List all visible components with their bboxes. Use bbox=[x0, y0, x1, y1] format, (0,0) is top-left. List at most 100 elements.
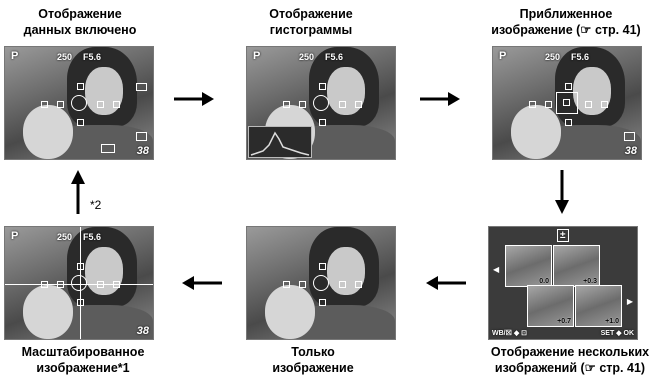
af-point-icon bbox=[57, 281, 64, 288]
af-point-icon bbox=[565, 83, 572, 90]
caption-line-2: изображение*1 bbox=[36, 361, 130, 375]
exposure-value: +0.3 bbox=[583, 278, 597, 285]
af-point-icon bbox=[601, 101, 608, 108]
screen-image-only bbox=[246, 226, 396, 340]
mode-label: P bbox=[11, 50, 19, 62]
set-ok-hint: SET ◆ OK bbox=[600, 330, 634, 337]
quality-icon bbox=[624, 132, 635, 141]
af-point-icon bbox=[77, 299, 84, 306]
shutter-label: 250 bbox=[545, 52, 561, 62]
caption-image-only: Только изображение bbox=[223, 344, 403, 376]
caption-line-1: Только bbox=[291, 345, 335, 359]
caption-scaled: Масштабированное изображение*1 bbox=[0, 344, 178, 376]
af-point-icon bbox=[529, 101, 536, 108]
exposure-comp-icon: ± bbox=[557, 229, 569, 242]
arrow-right-icon bbox=[174, 92, 214, 106]
mode-label: P bbox=[499, 50, 507, 62]
af-point-icon bbox=[585, 101, 592, 108]
arrow-down-icon bbox=[555, 170, 569, 214]
shutter-label: 250 bbox=[299, 52, 315, 62]
arrow-right-icon bbox=[420, 92, 460, 106]
aperture-label: F5.6 bbox=[83, 232, 102, 242]
left-arrow-icon: ◀ bbox=[493, 265, 500, 274]
quality-icon bbox=[136, 132, 147, 141]
caption-line-1: Отображение нескольких bbox=[490, 345, 650, 359]
mode-label: P bbox=[253, 50, 261, 62]
af-point-icon bbox=[299, 101, 306, 108]
footnote-label: *2 bbox=[90, 198, 102, 212]
af-point-icon bbox=[319, 119, 326, 126]
mode-label: P bbox=[11, 230, 19, 242]
aperture-label: F5.6 bbox=[83, 52, 102, 62]
arrow-up-icon bbox=[71, 170, 85, 214]
af-point-icon bbox=[563, 99, 570, 106]
screen-histogram: P 250 F5.6 bbox=[246, 46, 396, 160]
caption-line-2: гистограммы bbox=[269, 23, 353, 37]
af-target-icon bbox=[313, 95, 329, 111]
shutter-label: 250 bbox=[57, 232, 73, 242]
caption-line-2: данных включено bbox=[23, 23, 137, 37]
af-point-icon bbox=[283, 101, 290, 108]
af-target-icon bbox=[313, 275, 329, 291]
af-point-icon bbox=[565, 119, 572, 126]
caption-line-1: Масштабированное bbox=[21, 345, 145, 359]
af-point-icon bbox=[113, 101, 120, 108]
af-point-icon bbox=[355, 281, 362, 288]
aperture-label: F5.6 bbox=[325, 52, 344, 62]
thumbnail: +1.0 bbox=[575, 285, 622, 327]
screen-multi: ± ◀ ▶ 0.0 +0.3 +0.7 +1.0 WB/☒ ◆ ⊡ SET ◆ … bbox=[488, 226, 638, 340]
thumbnail: +0.3 bbox=[553, 245, 600, 287]
af-target-icon bbox=[71, 275, 87, 291]
af-point-icon bbox=[319, 83, 326, 90]
af-point-icon bbox=[319, 263, 326, 270]
screen-data-on: P 250 F5.6 38 bbox=[4, 46, 154, 160]
screen-closeup: P 250 F5.6 38 bbox=[492, 46, 642, 160]
caption-closeup: Приближенное изображение (☞ стр. 41) bbox=[466, 6, 666, 38]
af-point-icon bbox=[41, 101, 48, 108]
caption-histogram: Отображение гистограммы bbox=[216, 6, 406, 38]
histogram-icon bbox=[250, 131, 310, 156]
af-point-icon bbox=[113, 281, 120, 288]
ci-icon bbox=[101, 144, 115, 153]
caption-data-on: Отображение данных включено bbox=[0, 6, 175, 38]
aperture-label: F5.6 bbox=[571, 52, 590, 62]
right-arrow-icon: ▶ bbox=[626, 297, 633, 306]
caption-line-2: изображение bbox=[272, 361, 354, 375]
af-point-icon bbox=[57, 101, 64, 108]
zoom-frame-icon bbox=[556, 92, 578, 114]
exposure-value: 0.0 bbox=[539, 278, 549, 285]
histogram-graph bbox=[248, 126, 312, 158]
af-point-icon bbox=[339, 101, 346, 108]
arrow-left-icon bbox=[426, 276, 466, 290]
af-point-icon bbox=[339, 281, 346, 288]
caption-line-1: Приближенное bbox=[519, 7, 613, 21]
af-point-icon bbox=[97, 101, 104, 108]
af-point-icon bbox=[97, 281, 104, 288]
af-point-icon bbox=[283, 281, 290, 288]
frames-counter: 38 bbox=[624, 145, 637, 157]
caption-line-2: изображений (☞ стр. 41) bbox=[494, 361, 646, 375]
af-point-icon bbox=[319, 299, 326, 306]
arrow-left-icon bbox=[182, 276, 222, 290]
af-point-icon bbox=[77, 263, 84, 270]
caption-multi: Отображение нескольких изображений (☞ ст… bbox=[467, 344, 670, 376]
shutter-label: 250 bbox=[57, 52, 73, 62]
card-icon bbox=[136, 83, 147, 91]
af-target-icon bbox=[71, 95, 87, 111]
exposure-value: +0.7 bbox=[557, 318, 571, 325]
caption-line-1: Отображение bbox=[269, 7, 353, 21]
af-point-icon bbox=[77, 83, 84, 90]
thumbnail: 0.0 bbox=[505, 245, 552, 287]
af-point-icon bbox=[545, 101, 552, 108]
af-point-icon bbox=[77, 119, 84, 126]
caption-line-1: Отображение bbox=[38, 7, 122, 21]
frames-counter: 38 bbox=[136, 145, 149, 157]
screen-scaled: P 250 F5.6 38 bbox=[4, 226, 154, 340]
thumbnail: +0.7 bbox=[527, 285, 574, 327]
af-point-icon bbox=[299, 281, 306, 288]
frames-counter: 38 bbox=[136, 325, 149, 337]
wb-hint: WB/☒ ◆ ⊡ bbox=[492, 330, 528, 337]
af-point-icon bbox=[41, 281, 48, 288]
af-point-icon bbox=[355, 101, 362, 108]
exposure-value: +1.0 bbox=[605, 318, 619, 325]
